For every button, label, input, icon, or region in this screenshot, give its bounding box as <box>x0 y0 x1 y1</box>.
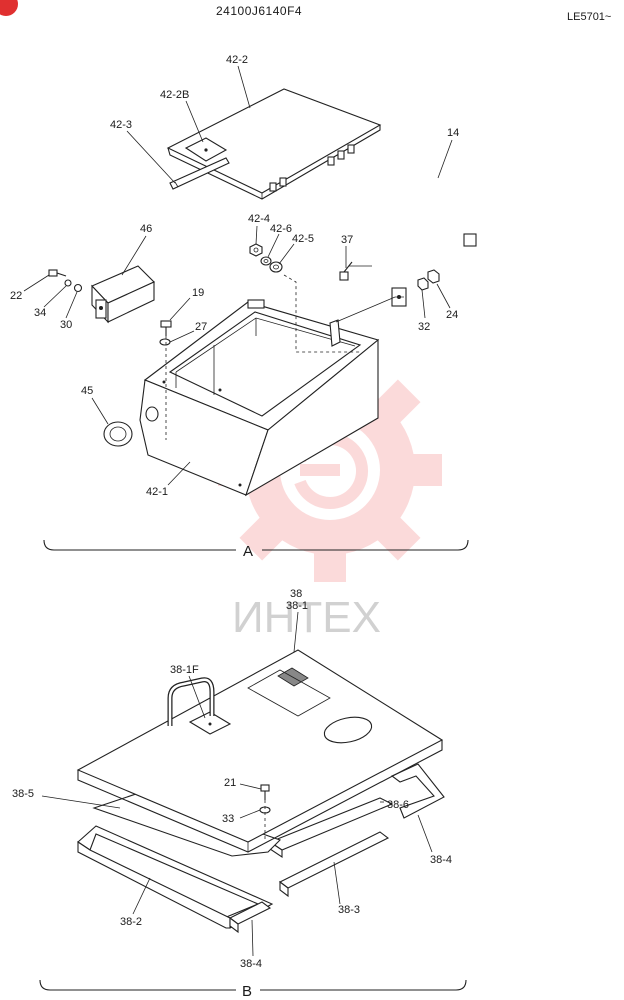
label-24: 24 <box>446 309 458 321</box>
part-code: 24100J6140F4 <box>216 4 302 18</box>
bolt-21 <box>260 784 270 800</box>
label-38: 38 <box>290 588 302 600</box>
label-42-6: 42-6 <box>270 223 292 235</box>
nut-24 <box>427 269 440 284</box>
corner-badge <box>0 0 18 16</box>
leader-lines-b <box>41 611 433 957</box>
label-22: 22 <box>10 290 22 302</box>
block-38-4-bottom <box>228 901 272 934</box>
bolt-22 <box>48 269 67 277</box>
washer-27 <box>159 338 171 346</box>
label-38-4-bottom: 38-4 <box>240 958 262 970</box>
lid-panel-42-2 <box>166 88 382 200</box>
label-46: 46 <box>140 223 152 235</box>
label-42-2: 42-2 <box>226 54 248 66</box>
leader-lines-a <box>23 65 453 486</box>
page-reference: LE5701~ <box>567 11 611 23</box>
frame-38-4-top <box>390 763 445 819</box>
frame-38-2 <box>77 825 274 929</box>
label-38-3: 38-3 <box>338 904 360 916</box>
label-32: 32 <box>418 321 430 333</box>
label-38-6: 38-6 <box>387 799 409 811</box>
plate-38-5 <box>92 791 282 857</box>
washer-34 <box>64 279 72 287</box>
label-42-4: 42-4 <box>248 213 270 225</box>
section-a-bracket <box>43 539 469 551</box>
section-a-title: A <box>243 543 253 560</box>
label-38-4-right: 38-4 <box>430 854 452 866</box>
label-21: 21 <box>224 777 236 789</box>
strip-38-3 <box>278 831 390 898</box>
label-14: 14 <box>447 127 459 139</box>
nut-42-4 <box>249 243 263 257</box>
label-19: 19 <box>192 287 204 299</box>
bracket-46 <box>91 265 155 324</box>
strip-38-6 <box>268 797 394 859</box>
plate-handle-icon <box>167 677 215 726</box>
grommet-45 <box>103 421 133 447</box>
watermark-text: ИНТЕХ <box>232 593 381 642</box>
label-45: 45 <box>81 385 93 397</box>
guide-lines-a <box>165 274 404 440</box>
handle-rod-14 <box>391 170 477 307</box>
rod-42-3 <box>169 157 230 190</box>
bolt-37 <box>339 261 372 281</box>
washer-30 <box>73 283 83 293</box>
plate-38-1 <box>76 649 444 853</box>
label-38-1: 38-1 <box>286 600 308 612</box>
label-42-1: 42-1 <box>146 486 168 498</box>
label-42-3: 42-3 <box>110 119 132 131</box>
washer-42-5 <box>269 261 283 273</box>
bolt-19 <box>160 320 172 336</box>
label-37: 37 <box>341 234 353 246</box>
label-38-2: 38-2 <box>120 916 142 928</box>
label-33: 33 <box>222 813 234 825</box>
label-38-5: 38-5 <box>12 788 34 800</box>
label-34: 34 <box>34 307 46 319</box>
label-38-1f: 38-1F <box>170 664 199 676</box>
nut-32 <box>417 277 429 291</box>
section-b-bracket <box>39 979 467 991</box>
label-27: 27 <box>195 321 207 333</box>
washer-42-6 <box>260 256 272 266</box>
housing-42-1 <box>139 299 380 497</box>
label-30: 30 <box>60 319 72 331</box>
section-b-title: B <box>242 983 252 1000</box>
label-42-5: 42-5 <box>292 233 314 245</box>
label-42-2b: 42-2B <box>160 89 189 101</box>
